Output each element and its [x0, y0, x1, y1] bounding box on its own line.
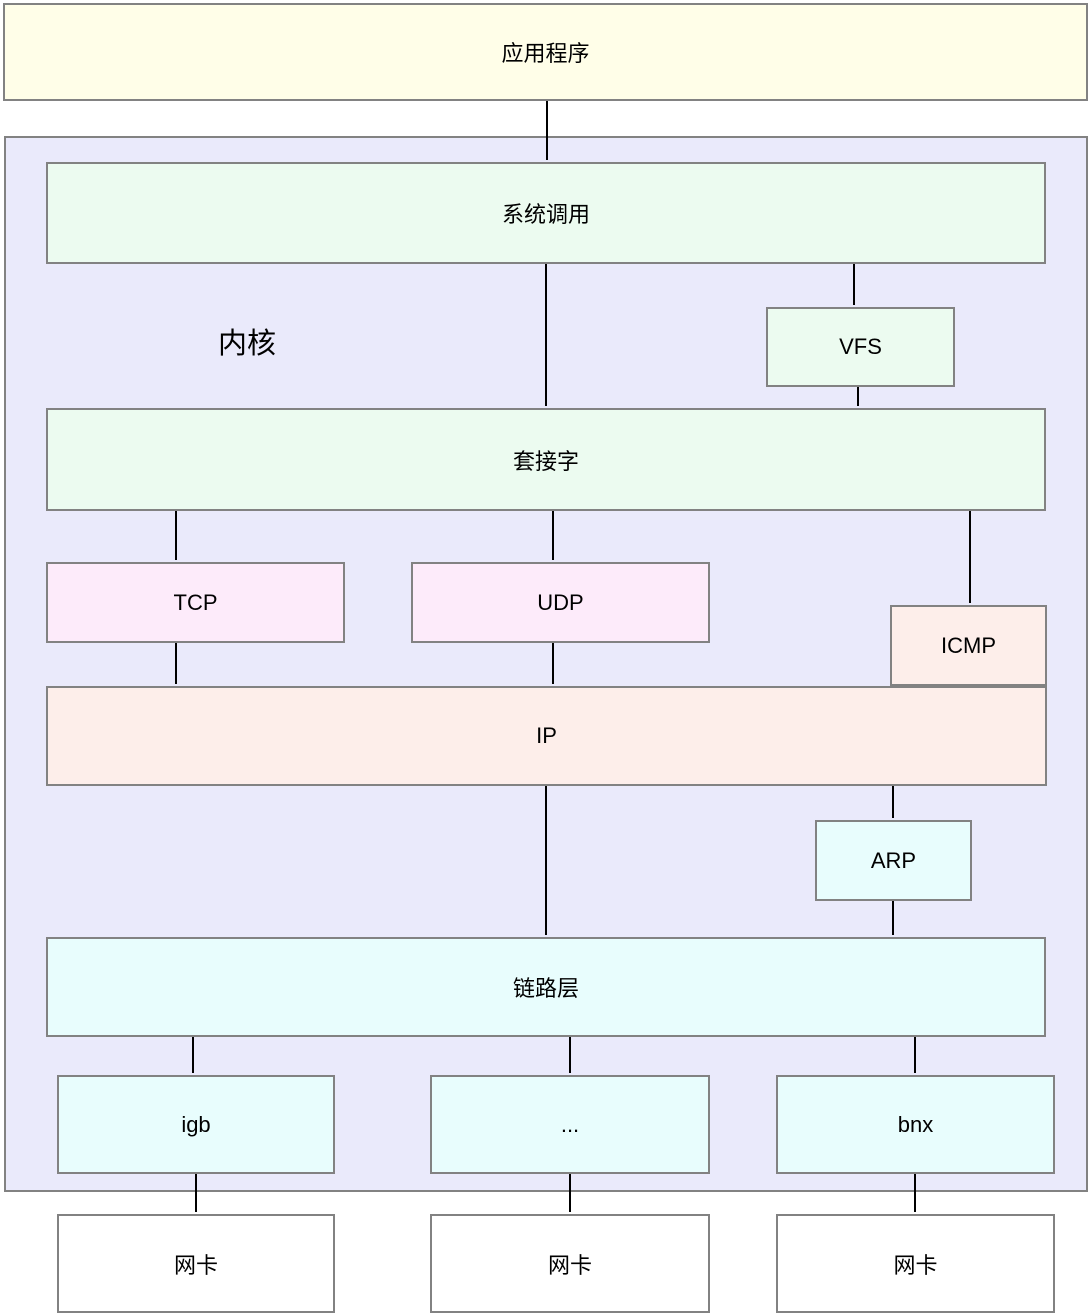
- nic-3-label: 网卡: [893, 1252, 938, 1278]
- box-driver-bnx: bnx: [776, 1075, 1055, 1174]
- nic-1-label: 网卡: [173, 1252, 218, 1278]
- box-udp: UDP: [411, 562, 710, 643]
- box-syscall: 系统调用: [46, 162, 1046, 264]
- driver-ellipsis-label: ...: [560, 1111, 580, 1137]
- box-driver-igb: igb: [57, 1075, 335, 1174]
- box-tcp: TCP: [46, 562, 345, 643]
- box-socket: 套接字: [46, 408, 1046, 511]
- box-driver-ellipsis: ...: [430, 1075, 710, 1174]
- box-arp: ARP: [815, 820, 972, 901]
- tcp-label: TCP: [173, 589, 218, 615]
- box-application: 应用程序: [3, 3, 1088, 101]
- syscall-label: 系统调用: [501, 202, 590, 227]
- box-nic-1: 网卡: [57, 1214, 335, 1313]
- link-layer-label: 链路层: [512, 976, 579, 1001]
- nic-2-label: 网卡: [547, 1252, 592, 1278]
- arp-label: ARP: [870, 847, 917, 873]
- driver-igb-label: igb: [181, 1111, 211, 1137]
- vfs-label: VFS: [839, 334, 882, 359]
- box-link-layer: 链路层: [46, 937, 1046, 1037]
- udp-label: UDP: [537, 589, 584, 615]
- ip-label: IP: [536, 723, 557, 748]
- socket-label: 套接字: [512, 448, 579, 474]
- box-ip: IP: [46, 686, 1047, 786]
- box-icmp: ICMP: [890, 605, 1047, 686]
- application-label: 应用程序: [501, 41, 590, 66]
- kernel-label: 内核: [218, 328, 277, 360]
- box-nic-3: 网卡: [776, 1214, 1055, 1313]
- box-nic-2: 网卡: [430, 1214, 710, 1313]
- icmp-label: ICMP: [941, 632, 996, 658]
- box-vfs: VFS: [766, 307, 955, 387]
- driver-bnx-label: bnx: [897, 1111, 934, 1137]
